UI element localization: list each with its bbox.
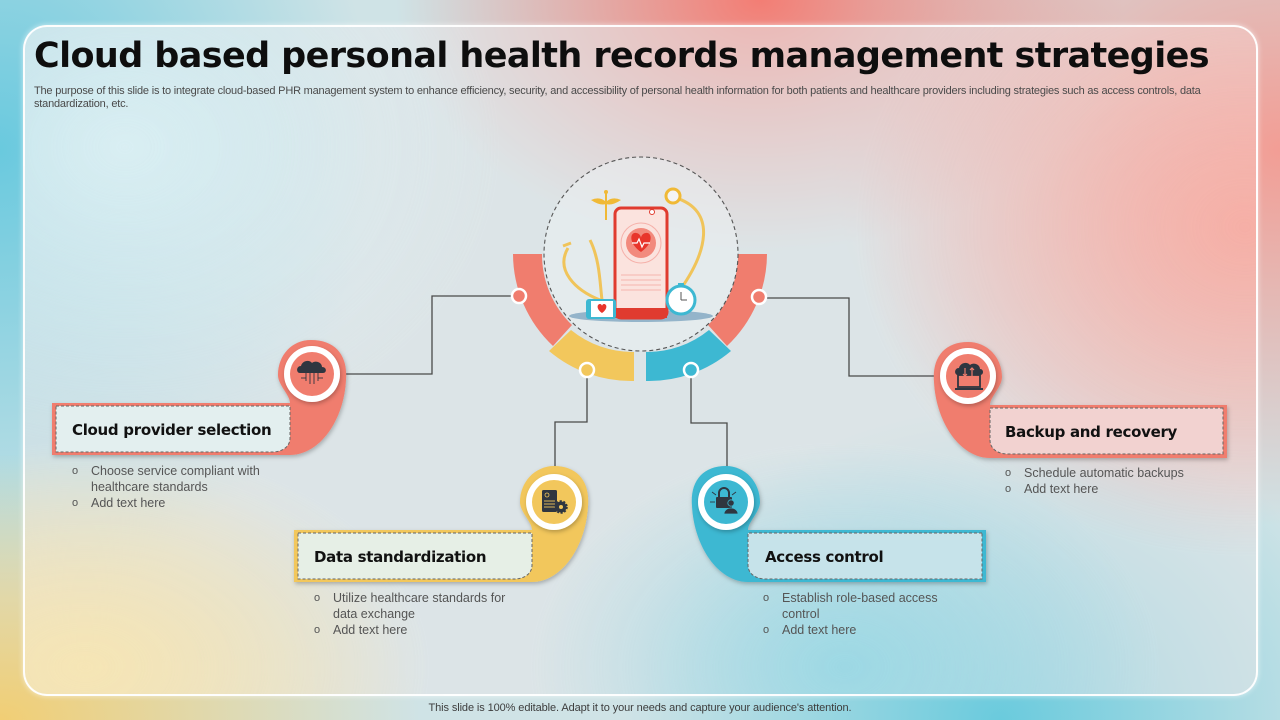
slide-footer: This slide is 100% editable. Adapt it to…: [428, 702, 852, 714]
bullet-item: Choose service compliant with healthcare…: [72, 463, 277, 495]
connector-lines: [346, 295, 935, 470]
bullet-item: Add text here: [314, 622, 524, 638]
card-title-data-standardization: Data standardization: [314, 548, 487, 566]
slide-subtitle: The purpose of this slide is to integrat…: [34, 85, 1201, 110]
card-shape-data-standardization: [294, 466, 589, 582]
bullet-list-access-control: Establish role-based access control Add …: [763, 590, 958, 638]
card-title-backup-recovery: Backup and recovery: [1005, 423, 1178, 441]
caduceus-icon: [591, 190, 621, 220]
slide-frame: [23, 25, 1258, 696]
bullet-item: Add text here: [72, 495, 277, 511]
center-arc-segments: [513, 254, 767, 382]
card-shape-backup-recovery: [933, 342, 1227, 458]
bullet-item: Establish role-based access control: [763, 590, 958, 622]
slide-title: Cloud based personal health records mana…: [34, 36, 1210, 76]
document-gear-icon: [542, 490, 568, 514]
card-title-cloud-provider: Cloud provider selection: [72, 421, 272, 439]
bullet-list-backup-recovery: Schedule automatic backups Add text here: [1005, 465, 1225, 497]
lock-user-icon: [710, 487, 739, 515]
bullet-item: Add text here: [1005, 481, 1225, 497]
alarm-clock-icon: [665, 283, 697, 316]
bullet-item: Utilize healthcare standards for data ex…: [314, 590, 524, 622]
card-shape-cloud-provider: [52, 340, 347, 455]
bullet-list-data-standardization: Utilize healthcare standards for data ex…: [314, 590, 524, 638]
arc-dots: [510, 287, 768, 379]
arc-teal: [646, 330, 731, 382]
card-shape-access-control: [691, 466, 986, 582]
arc-yellow: [549, 330, 634, 382]
arc-coral-left: [513, 254, 572, 346]
bullet-item: Schedule automatic backups: [1005, 465, 1225, 481]
cloud-backup-laptop-icon: [955, 362, 983, 390]
bullet-item: Add text here: [763, 622, 958, 638]
cloud-network-icon: [297, 360, 326, 384]
phone-health-illustration: [562, 187, 713, 322]
arc-coral-right: [708, 254, 767, 346]
card-title-access-control: Access control: [765, 548, 884, 566]
bullet-list-cloud-provider: Choose service compliant with healthcare…: [72, 463, 277, 511]
